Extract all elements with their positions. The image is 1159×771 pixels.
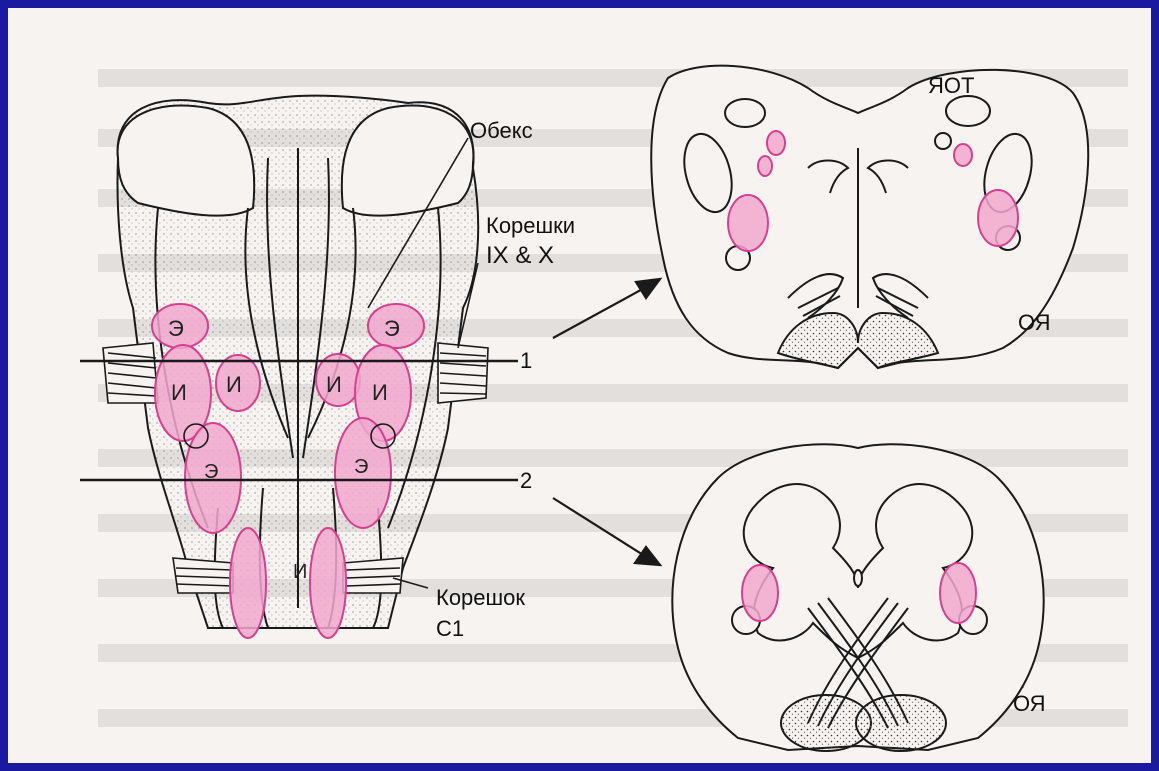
label-obex: Обекс xyxy=(470,118,533,143)
slide-frame: Э Э И И И И Э Э И 1 2 Обекс Корешки IX &… xyxy=(8,8,1151,763)
nucleus-i-left-inner: И xyxy=(226,372,242,397)
nucleus-e-right-lower: Э xyxy=(354,456,368,478)
label-oya-top: ОЯ xyxy=(1018,310,1051,335)
nucleus-e-right: Э xyxy=(384,316,400,341)
nucleus-i-right-inner: И xyxy=(326,372,342,397)
label-yot: ЯОТ xyxy=(928,73,974,98)
upper-lobe-left xyxy=(118,105,255,215)
nucleus-e-left: Э xyxy=(168,316,184,341)
section-1-label: 1 xyxy=(520,348,532,373)
section-2-label: 2 xyxy=(520,468,532,493)
label-roots-ix-x-2: IX & X xyxy=(486,242,554,269)
nucleus-i-right-outer: И xyxy=(372,380,388,405)
label-root-c1-1: Корешок xyxy=(436,585,525,610)
label-root-c1-2: C1 xyxy=(436,616,464,641)
brainstem-diagram: Э Э И И И И Э Э И 1 2 Обекс Корешки IX &… xyxy=(8,8,1151,763)
label-oya-bottom: ОЯ xyxy=(1013,691,1046,716)
nucleus-i-lower-right: И xyxy=(293,561,307,583)
label-roots-ix-x-1: Корешки xyxy=(486,213,575,238)
upper-lobe-right xyxy=(342,105,474,215)
section-2-crosssection xyxy=(672,444,1043,751)
nucleus-i-left-outer: И xyxy=(171,380,187,405)
